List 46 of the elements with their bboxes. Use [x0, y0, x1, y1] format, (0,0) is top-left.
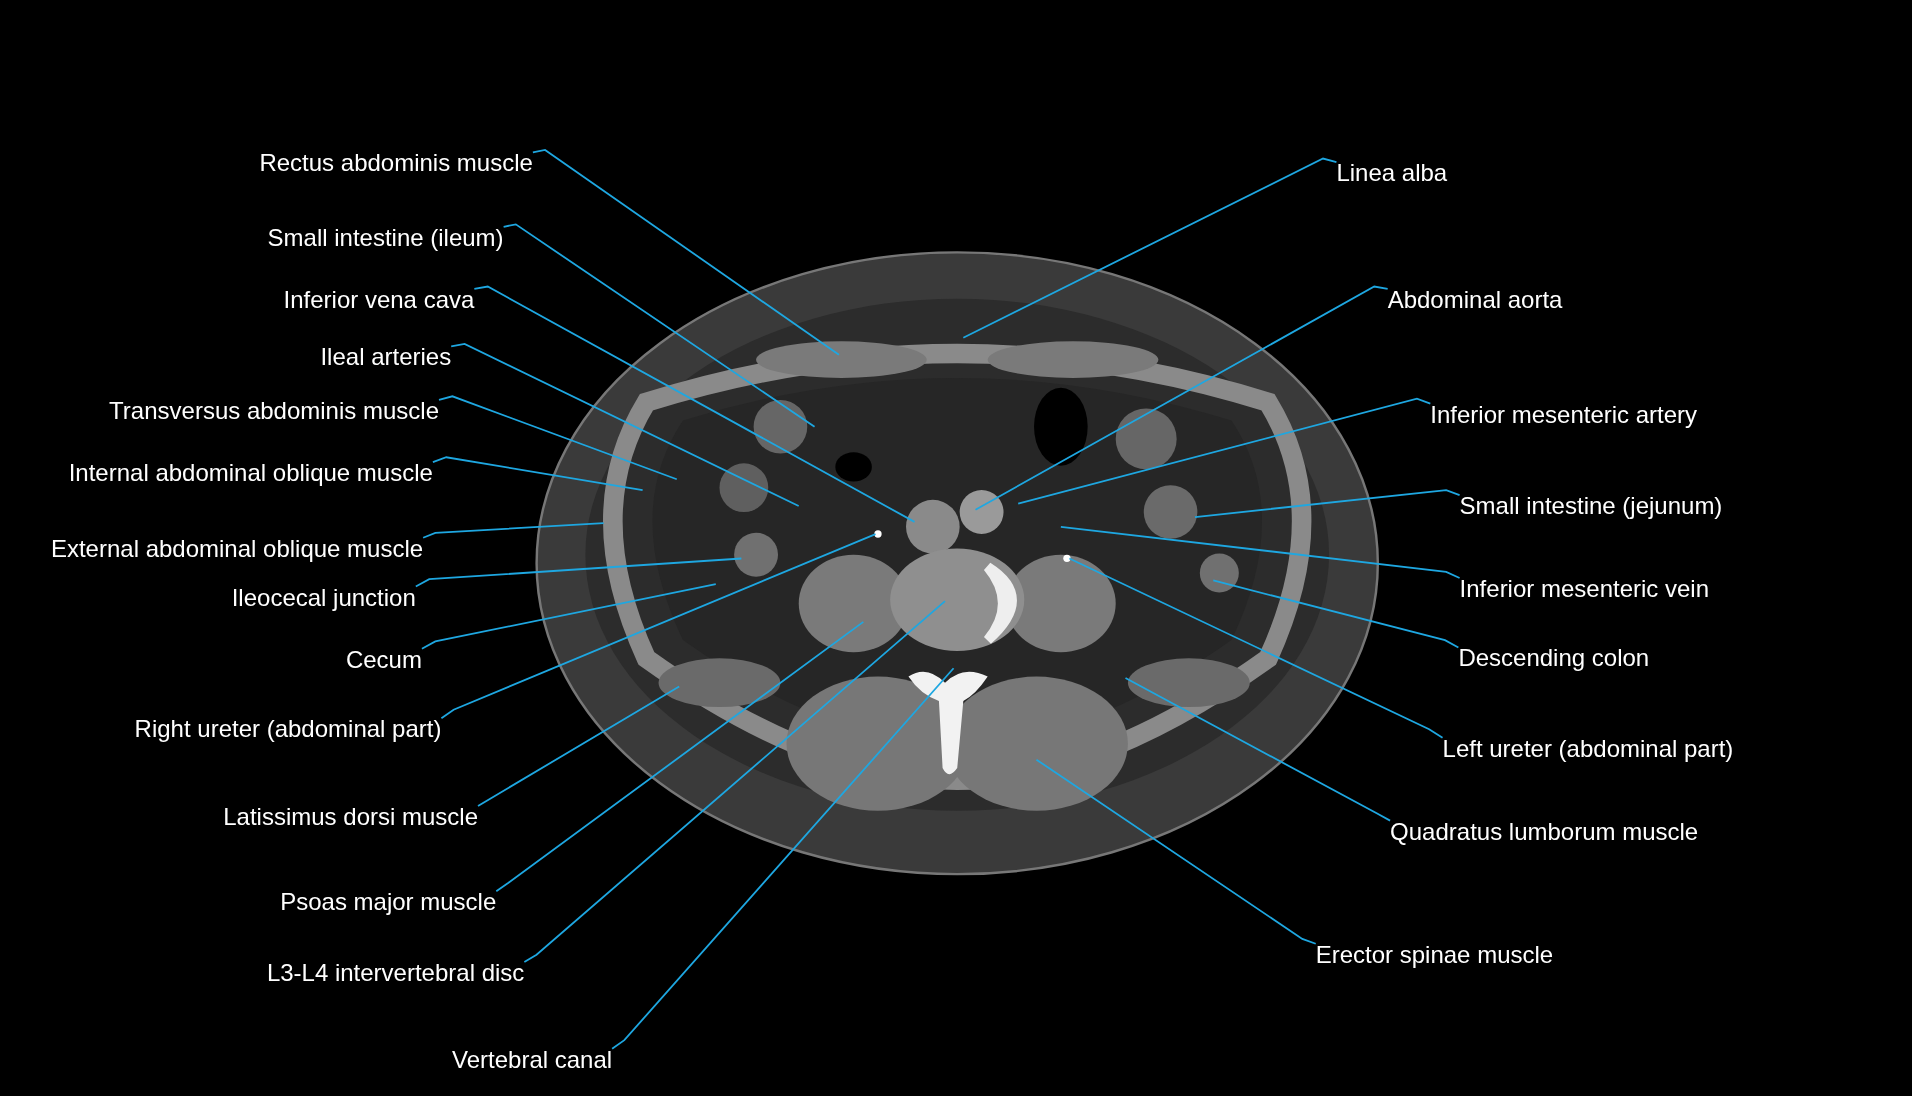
structure-label: Small intestine (jejunum) [1459, 491, 1723, 522]
structure-label: Inferior vena cava [283, 284, 475, 315]
structure-label: Vertebral canal [452, 1044, 613, 1075]
leader-line [532, 149, 840, 356]
leader-line [477, 685, 681, 807]
leader-line [611, 667, 955, 1050]
structure-label: Rectus abdominis muscle [259, 148, 533, 179]
leader-line [440, 533, 877, 720]
structure-label: Right ureter (abdominal part) [134, 714, 442, 745]
structure-label: Abdominal aorta [1387, 284, 1563, 315]
structure-label: Linea alba [1336, 158, 1448, 189]
leader-line [421, 583, 717, 650]
structure-label: Erector spinae muscle [1315, 939, 1554, 970]
leader-line [1194, 489, 1461, 518]
leader-line [473, 285, 916, 523]
structure-label: Cecum [345, 644, 422, 675]
structure-label: Latissimus dorsi muscle [223, 802, 478, 832]
structure-label: Quadratus lumborum muscle [1390, 816, 1699, 847]
structure-label: Internal abdominal oblique muscle [68, 458, 433, 489]
leader-line [962, 157, 1338, 339]
leader-line [432, 456, 644, 492]
leader-line [1035, 758, 1317, 945]
leader-line [1124, 677, 1391, 822]
leader-line [502, 223, 816, 428]
leader-line [495, 621, 865, 893]
structure-label: Small intestine (ileum) [267, 222, 504, 253]
structure-label: Ileocecal junction [231, 582, 416, 613]
leader-line [438, 395, 678, 481]
structure-label: Inferior mesenteric vein [1459, 573, 1710, 604]
leader-line [1017, 397, 1432, 505]
structure-label: Psoas major muscle [280, 887, 497, 918]
leader-line [974, 285, 1389, 511]
leader-line [1212, 579, 1460, 649]
structure-label: Inferior mesenteric artery [1430, 399, 1698, 430]
leader-line [414, 557, 743, 588]
structure-label: L3-L4 intervertebral disc [266, 958, 525, 989]
leader-line [422, 522, 605, 539]
structure-label: Left ureter (abdominal part) [1442, 733, 1734, 764]
leader-line [1059, 525, 1461, 579]
leader-line [523, 600, 946, 963]
leader-line [1068, 557, 1444, 739]
structure-label: Transversus abdominis muscle [109, 395, 439, 426]
leader-line [450, 342, 800, 507]
structure-label: Ileal arteries [320, 342, 452, 373]
structure-label: External abdominal oblique muscle [50, 533, 424, 564]
structure-label: Descending colon [1458, 643, 1650, 674]
